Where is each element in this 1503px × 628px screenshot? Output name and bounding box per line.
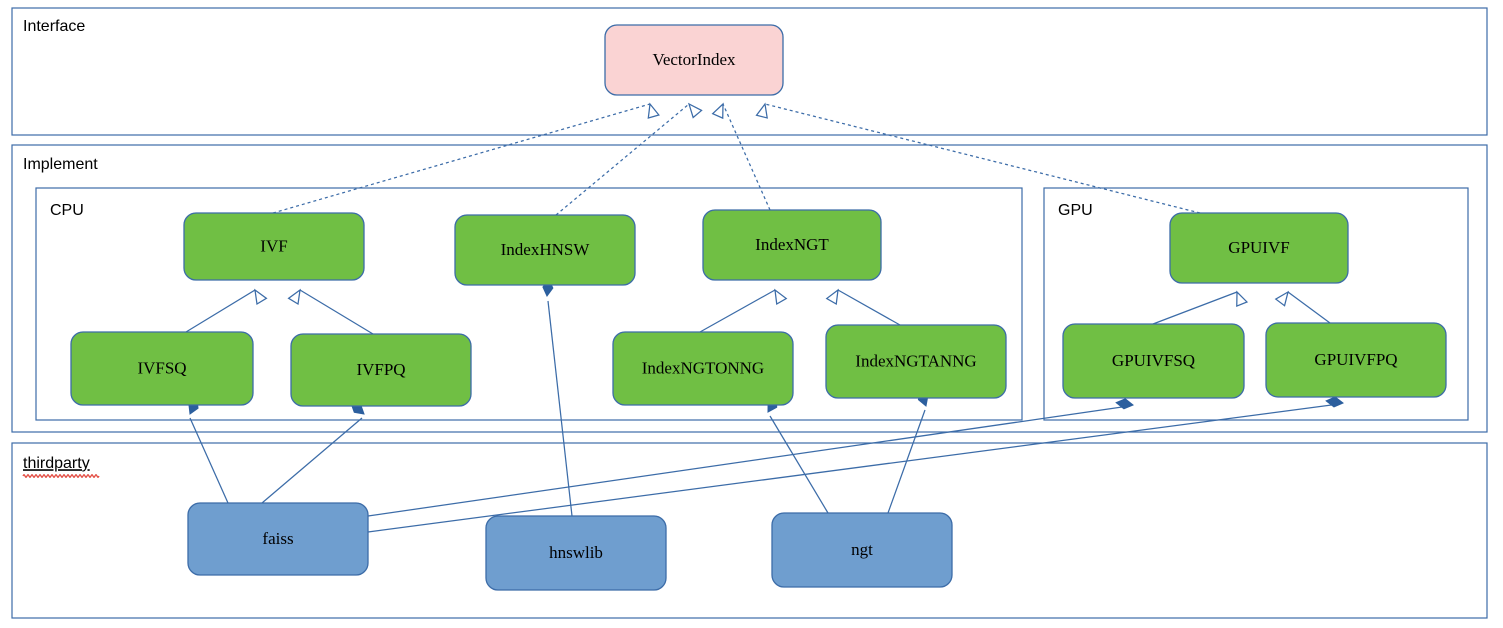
- edge-indexngtanng-to-indexngt: [837, 289, 901, 326]
- arrowhead-hollow-triangle: [825, 288, 839, 306]
- spellcheck-underline-thirdparty: [22, 474, 100, 478]
- edge-gpuivf-to-vectorindex: [764, 103, 1201, 214]
- node-box-vectorindex[interactable]: [604, 24, 784, 96]
- edge-hnswlib-to-indexhnsw: [547, 300, 573, 517]
- edge-ngt-to-indexngtanng: [887, 409, 926, 514]
- node-box-indexngtanng[interactable]: [825, 324, 1007, 399]
- node-box-indexhnsw[interactable]: [454, 214, 636, 286]
- edge-indexngtonng-to-indexngt: [699, 289, 776, 333]
- node-box-hnswlib[interactable]: [485, 515, 667, 591]
- node-vectorindex[interactable]: VectorIndex: [604, 24, 784, 96]
- edge-faiss-to-gpuivfsq: [367, 405, 1130, 517]
- arrowhead-hollow-triangle: [1274, 290, 1289, 307]
- node-indexhnsw[interactable]: IndexHNSW: [454, 214, 636, 286]
- node-box-ivfsq[interactable]: [70, 331, 254, 406]
- node-box-gpuivf[interactable]: [1169, 212, 1349, 284]
- node-indexngtonng[interactable]: IndexNGTONNG: [612, 331, 794, 406]
- edges-layer: [185, 103, 1340, 533]
- node-box-indexngtonng[interactable]: [612, 331, 794, 406]
- node-box-faiss[interactable]: [187, 502, 369, 576]
- node-faiss[interactable]: faiss: [187, 502, 369, 576]
- arrowhead-hollow-triangle: [774, 288, 788, 306]
- edge-faiss-to-ivfpq: [261, 417, 363, 504]
- node-ngt[interactable]: ngt: [771, 512, 953, 588]
- node-gpuivfsq[interactable]: GPUIVFSQ: [1062, 323, 1245, 399]
- subgroup-label-gpu: GPU: [1058, 202, 1093, 219]
- node-indexngt[interactable]: IndexNGT: [702, 209, 882, 281]
- node-indexngtanng[interactable]: IndexNGTANNG: [825, 324, 1007, 399]
- node-box-gpuivfsq[interactable]: [1062, 323, 1245, 399]
- arrowhead-hollow-triangle: [647, 102, 660, 119]
- node-ivf[interactable]: IVF: [183, 212, 365, 281]
- edge-indexhnsw-to-vectorindex: [555, 103, 690, 216]
- group-label-interface: Interface: [23, 18, 85, 35]
- node-hnswlib[interactable]: hnswlib: [485, 515, 667, 591]
- subgroup-label-cpu: CPU: [50, 202, 84, 219]
- arrowhead-hollow-triangle: [755, 102, 768, 119]
- group-label-implement: Implement: [23, 156, 98, 173]
- node-ivfsq[interactable]: IVFSQ: [70, 331, 254, 406]
- edge-ngt-to-indexngtonng: [769, 415, 829, 514]
- node-box-gpuivfpq[interactable]: [1265, 322, 1447, 398]
- node-gpuivfpq[interactable]: GPUIVFPQ: [1265, 322, 1447, 398]
- edge-faiss-to-ivfsq: [189, 417, 229, 504]
- edge-gpuivfsq-to-gpuivf: [1152, 291, 1238, 325]
- group-label-thirdparty: thirdparty: [23, 455, 90, 472]
- node-gpuivf[interactable]: GPUIVF: [1169, 212, 1349, 284]
- node-box-ivf[interactable]: [183, 212, 365, 281]
- node-box-indexngt[interactable]: [702, 209, 882, 281]
- edge-ivfsq-to-ivf: [185, 289, 256, 333]
- edge-indexngt-to-vectorindex: [722, 103, 771, 211]
- edge-gpuivfpq-to-gpuivf: [1287, 291, 1331, 324]
- node-box-ngt[interactable]: [771, 512, 953, 588]
- arrowhead-hollow-triangle: [254, 288, 268, 305]
- node-ivfpq[interactable]: IVFPQ: [290, 333, 472, 407]
- node-box-ivfpq[interactable]: [290, 333, 472, 407]
- arrowhead-hollow-triangle: [687, 102, 703, 119]
- edge-faiss-to-gpuivfpq: [367, 403, 1340, 533]
- composition-diamond: [1325, 396, 1344, 408]
- composition-diamond: [1115, 398, 1134, 410]
- arrowhead-hollow-triangle: [1236, 290, 1249, 308]
- edge-ivfpq-to-ivf: [299, 289, 374, 335]
- arrowhead-hollow-triangle: [711, 102, 724, 120]
- arrowhead-hollow-triangle: [287, 288, 301, 305]
